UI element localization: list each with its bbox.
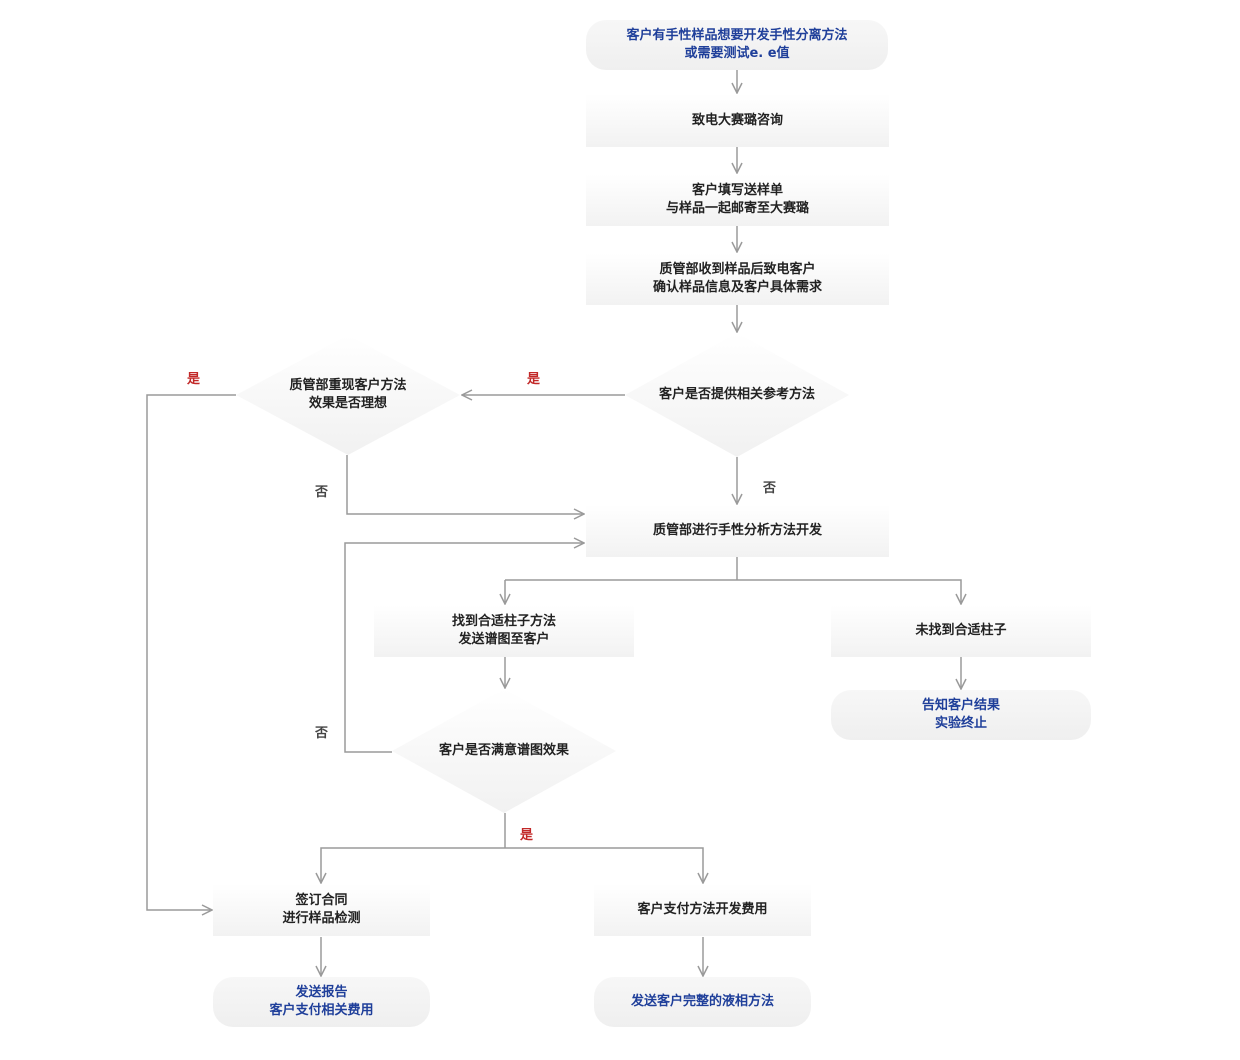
node-qc-confirm: 质管部收到样品后致电客户 确认样品信息及客户具体需求 xyxy=(586,253,889,305)
label-reproduce-no: 否 xyxy=(315,485,329,500)
node-found-column: 找到合适柱子方法 发送谱图至客户 xyxy=(374,605,634,657)
node-contract: 签订合同 进行样品检测 xyxy=(213,884,430,936)
label-satisfied-no: 否 xyxy=(315,726,329,741)
label-ref-yes: 是 xyxy=(527,372,541,387)
arrow-reproduce-no xyxy=(346,455,584,514)
arrow-satisfied-no xyxy=(344,543,584,753)
node-send-method: 发送客户完整的液相方法 xyxy=(594,977,811,1027)
node-consult: 致电大赛璐咨询 xyxy=(586,94,889,147)
label-reproduce-yes: 是 xyxy=(187,372,201,387)
node-not-found: 未找到合适柱子 xyxy=(831,605,1091,657)
arrow-split-found xyxy=(505,579,737,604)
node-fill-form: 客户填写送样单 与样品一起邮寄至大赛璐 xyxy=(586,174,889,226)
node-pay-dev: 客户支付方法开发费用 xyxy=(594,884,811,936)
node-notify-end: 告知客户结果 实验终止 xyxy=(831,690,1091,740)
arrow-split-notfound xyxy=(737,579,961,604)
label-satisfied-yes: 是 xyxy=(520,828,534,843)
node-send-report: 发送报告 客户支付相关费用 xyxy=(213,977,430,1027)
arrow-reproduce-yes xyxy=(146,394,236,910)
label-ref-no: 否 xyxy=(763,481,777,496)
arrow-yes-pay xyxy=(505,847,703,883)
arrow-yes-contract xyxy=(321,847,505,883)
node-develop: 质管部进行手性分析方法开发 xyxy=(586,505,889,557)
node-start: 客户有手性样品想要开发手性分离方法 或需要测试e. e值 xyxy=(586,20,888,70)
